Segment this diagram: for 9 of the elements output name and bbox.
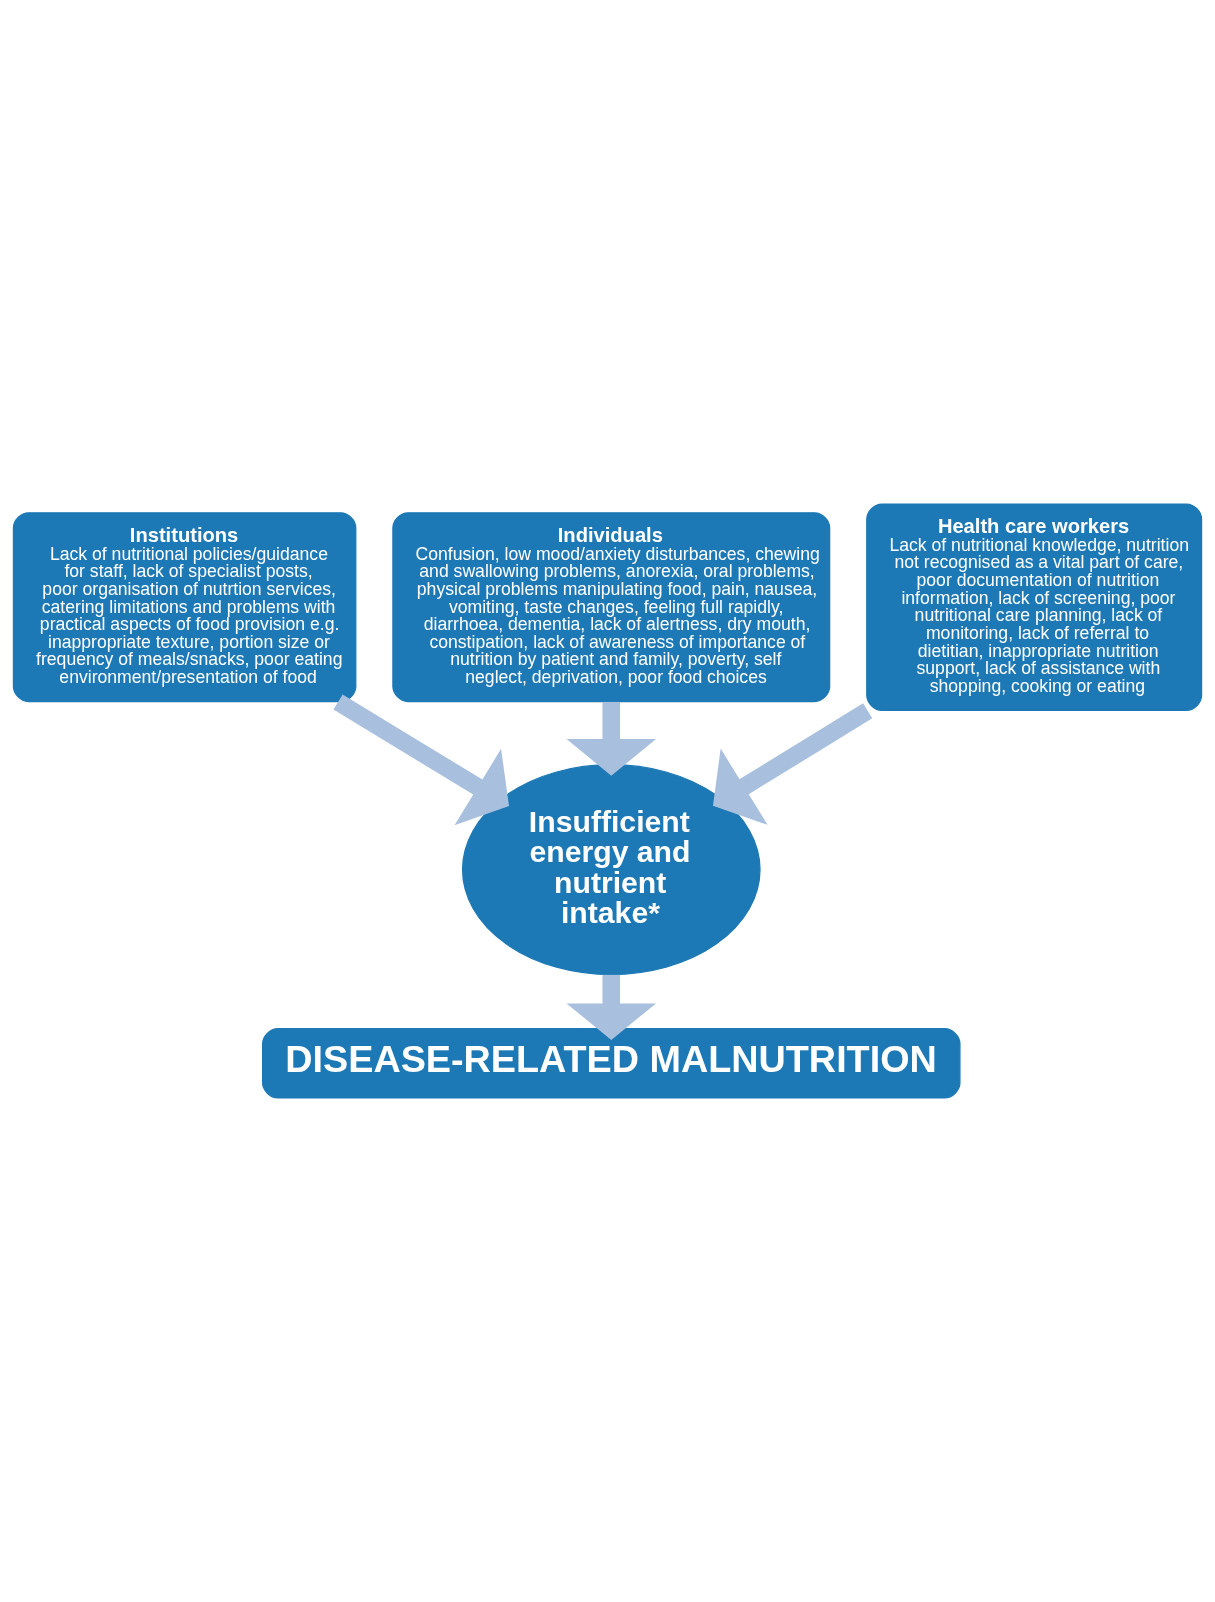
node-ellipse: Insufficient energy and nutrient intake* [461, 764, 761, 976]
node-box: DISEASE-RELATED MALNUTRITION [262, 1028, 961, 1099]
arrow [566, 701, 657, 776]
node-box: Institutions Lack of nutritional policies/guidance for staff, lack of specialist posts, poor organisation of nutrtion services, catering limitations and problems with practical aspects of food provision e.g. inappropriate texture, portion size or frequency of meals/snacks, poor eating environment/presentation of food [12, 512, 357, 703]
node-box: Health care workers Lack of nutritional knowledge, nutrition not recognised as a vital part of care, poor documentation of nutrition information, lack of screening, poor nutritional care planning, lack of monitoring, lack of referral to dietitian, inappropriate nutrition support, lack of assistance with shopping, cooking or eating [866, 503, 1203, 712]
arrow [333, 694, 510, 826]
node-box: Individuals Confusion, low mood/anxiety disturbances, chewing and swallowing problems, anorexia, oral problems, physical problems manipulating food, pain, nausea, vomiting, taste changes, feeling full rapidly, diarrhoea, dementia, lack of alertness, dry mouth, constipation, lack of awareness of importance of nutrition by patient and family, poverty, self neglect, deprivation, poor food choices [392, 512, 831, 703]
arrow [712, 703, 873, 825]
arrow [566, 974, 657, 1040]
